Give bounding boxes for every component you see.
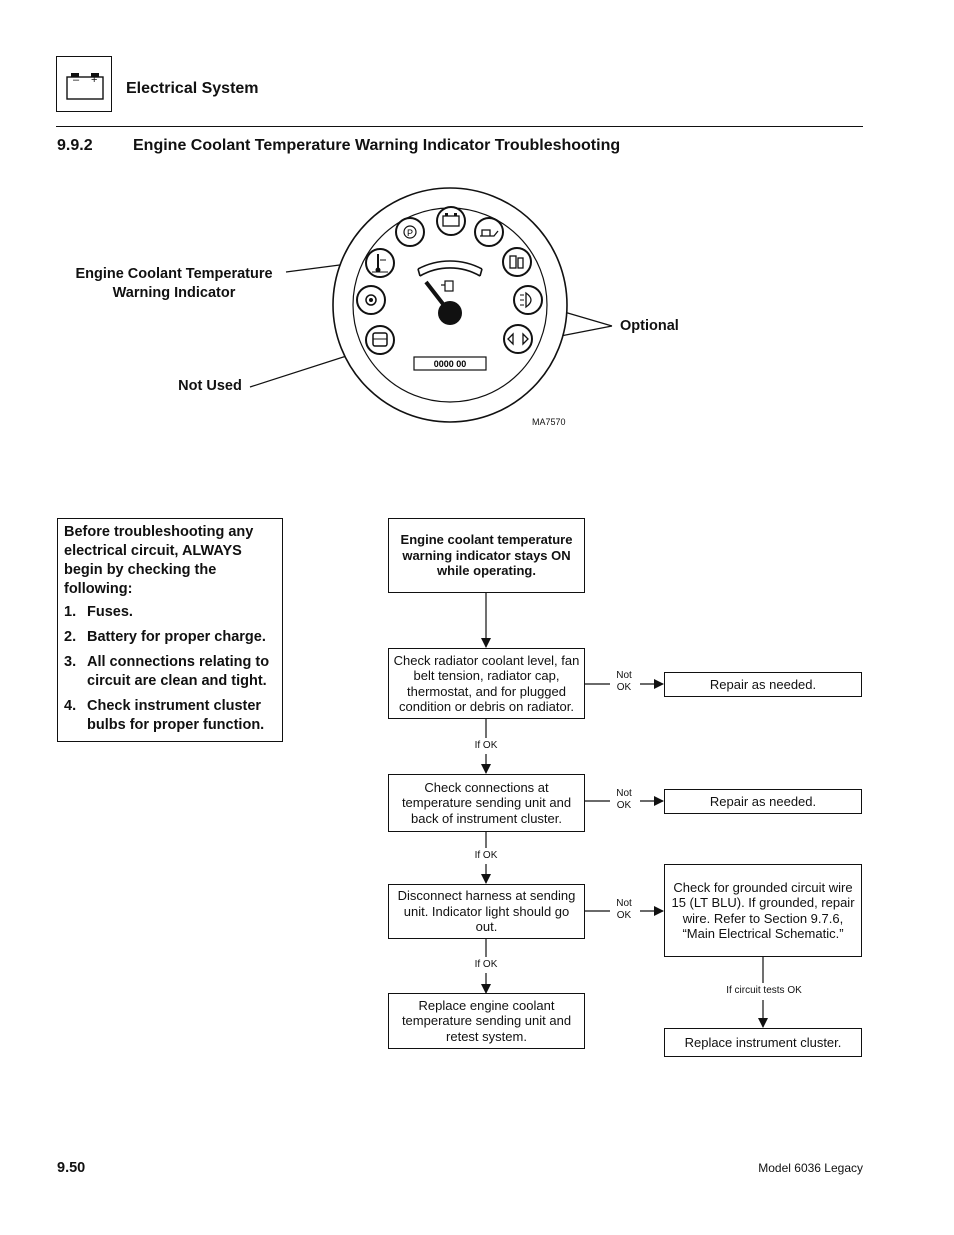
- flow-start-box: Engine coolant temperature warning indic…: [388, 518, 585, 593]
- coolant-temperature-icon: [365, 248, 395, 278]
- page-number: 9.50: [57, 1160, 86, 1176]
- section-number: 9.9.2: [57, 137, 93, 154]
- if-ok-label: If OK: [474, 850, 498, 861]
- battery-icon: [66, 73, 104, 100]
- chapter-title: Electrical System: [126, 80, 259, 97]
- headlight-icon: [513, 285, 543, 315]
- battery-warning-icon: [436, 206, 466, 236]
- flow-step-2: Check connections at temperature sending…: [388, 774, 585, 832]
- flow-remedy-3: Check for grounded circuit wire 15 (LT B…: [664, 864, 862, 957]
- hour-meter-readout: 0000 00: [434, 359, 467, 369]
- pre-check-item: 2.Battery for proper charge.: [64, 629, 266, 645]
- if-ok-label: If OK: [474, 740, 498, 751]
- not-used-label: Not Used: [178, 378, 242, 394]
- pre-check-box: Before troubleshooting any electrical ci…: [57, 518, 283, 742]
- coolant-label-line2: Warning Indicator: [112, 285, 236, 301]
- coolant-label-line1: Engine Coolant Temperature: [75, 266, 273, 282]
- parking-brake-icon: P: [395, 217, 425, 247]
- figure-id: MA7570: [532, 417, 566, 427]
- fuel-gauge-icon: [417, 260, 483, 292]
- if-ok-label: If OK: [474, 959, 498, 970]
- hour-meter-frame: [413, 356, 487, 371]
- model-name: Model 6036 Legacy: [758, 1161, 863, 1175]
- flow-step-1: Check radiator coolant level, fan belt t…: [388, 648, 585, 719]
- glow-plug-icon: [356, 285, 386, 315]
- section-title: Engine Coolant Temperature Warning Indic…: [133, 137, 621, 154]
- instrument-cluster-figure: P 0000 00: [249, 187, 613, 423]
- flow-step-3: Disconnect harness at sending unit. Indi…: [388, 884, 585, 939]
- pre-check-item: 4.Check instrument cluster bulbs for pro…: [64, 698, 265, 733]
- flowchart-connectors: [481, 593, 768, 1028]
- gauge-needle-hub: [438, 301, 462, 325]
- coolant-indicator-label: Engine Coolant Temperature Warning Indic…: [60, 265, 288, 303]
- flow-step-4: Replace engine coolant temperature sendi…: [388, 993, 585, 1049]
- not-used-icon: [365, 325, 395, 355]
- header-rule: [56, 126, 863, 127]
- turn-signal-icon: [503, 324, 533, 354]
- oil-pressure-icon: [474, 217, 504, 247]
- pre-check-list: 1.Fuses. 2.Battery for proper charge. 3.…: [64, 603, 278, 735]
- pre-check-item: 1.Fuses.: [64, 604, 133, 620]
- battery-minus-sign: –: [73, 74, 80, 86]
- pre-check-item: 3.All connections relating to circuit ar…: [64, 654, 270, 689]
- optional-label: Optional: [620, 318, 679, 334]
- fuel-filter-icon: [502, 247, 532, 277]
- not-used-leader-line: [249, 350, 363, 388]
- flow-final-box: Replace instrument cluster.: [664, 1028, 862, 1057]
- if-circuit-ok-label: If circuit tests OK: [726, 985, 802, 996]
- section-icon-box: – +: [56, 56, 112, 112]
- flow-remedy-1: Repair as needed.: [664, 672, 862, 697]
- pre-check-intro: Before troubleshooting any electrical ci…: [64, 524, 254, 597]
- battery-plus-sign: +: [91, 74, 98, 86]
- svg-text:P: P: [407, 228, 413, 238]
- flow-remedy-2: Repair as needed.: [664, 789, 862, 814]
